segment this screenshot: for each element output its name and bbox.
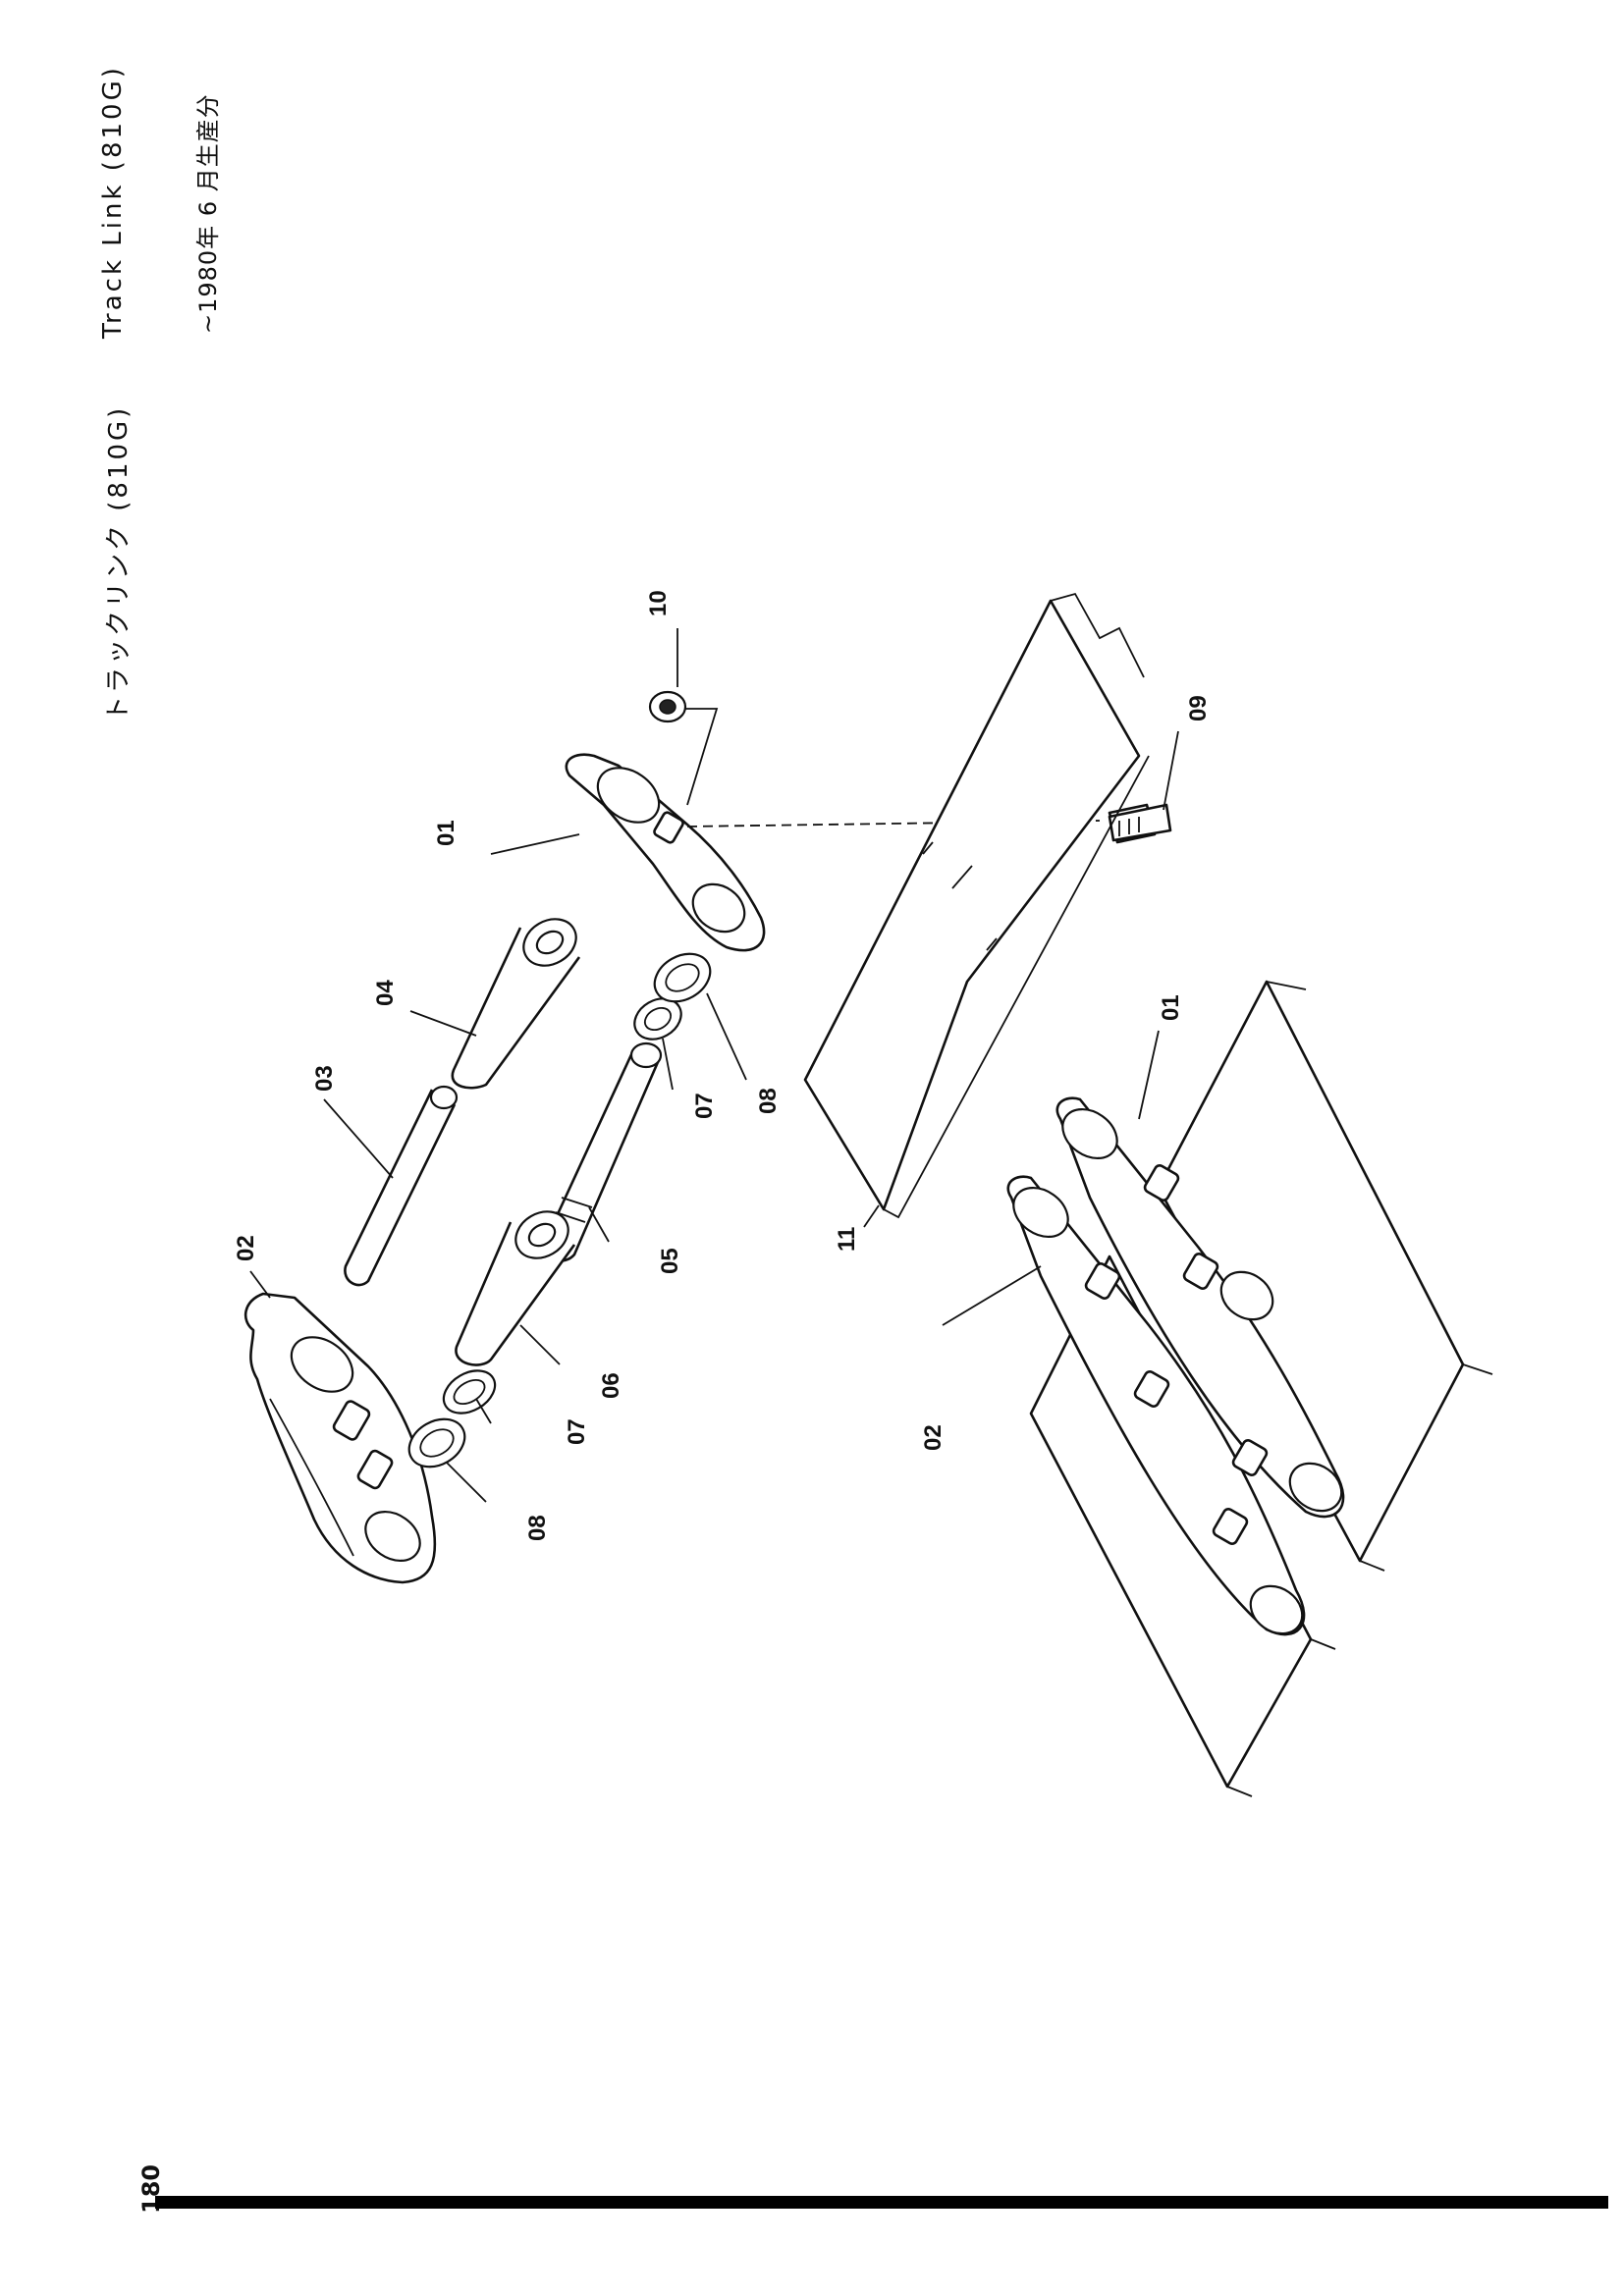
callout-02-upper: 02 bbox=[233, 1235, 259, 1261]
callout-07-left: 07 bbox=[564, 1418, 590, 1445]
callout-10: 10 bbox=[645, 590, 672, 616]
callout-04: 04 bbox=[372, 980, 399, 1006]
master-bushing bbox=[455, 1210, 576, 1366]
seal-ring-left bbox=[407, 1369, 497, 1468]
track-nut bbox=[648, 690, 719, 806]
callout-leaders bbox=[249, 628, 1179, 1503]
assembled-track bbox=[1006, 980, 1493, 1797]
track-link-left bbox=[243, 1292, 437, 1584]
callout-08-left: 08 bbox=[524, 1515, 551, 1541]
callout-03: 03 bbox=[311, 1065, 338, 1092]
callout-01-upper: 01 bbox=[433, 820, 460, 846]
callout-09: 09 bbox=[1185, 695, 1212, 721]
callout-08-right: 08 bbox=[755, 1088, 782, 1114]
callout-11: 11 bbox=[834, 1227, 860, 1252]
track-bushing bbox=[451, 918, 581, 1090]
bottom-rule bbox=[155, 2196, 1608, 2209]
callout-06: 06 bbox=[598, 1372, 624, 1399]
callout-01-lower: 01 bbox=[1158, 994, 1184, 1021]
callout-07-right: 07 bbox=[691, 1093, 718, 1119]
track-link-right bbox=[565, 753, 766, 952]
track-bolt bbox=[686, 803, 1172, 844]
track-pin bbox=[344, 1085, 459, 1287]
seal-ring-right bbox=[633, 952, 712, 1041]
callout-05: 05 bbox=[657, 1248, 683, 1274]
callout-02-lower: 02 bbox=[920, 1424, 947, 1451]
track-shoe bbox=[803, 592, 1150, 1219]
